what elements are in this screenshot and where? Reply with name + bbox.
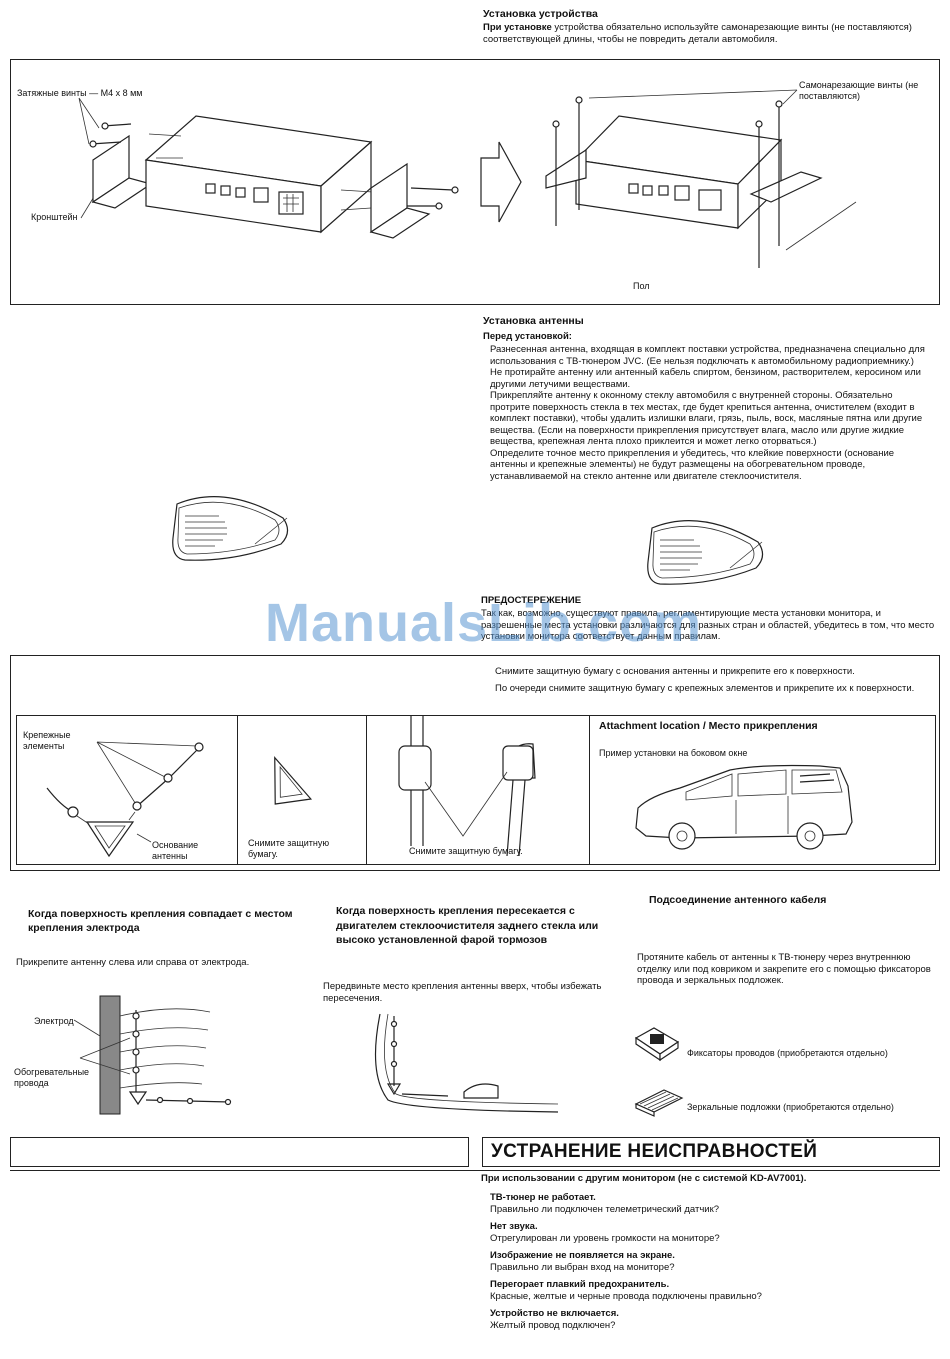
install-lead-bold: При установке bbox=[483, 22, 552, 33]
wiper-text: Передвиньте место крепления антенны ввер… bbox=[323, 981, 602, 1004]
solution: Отрегулирован ли уровень громкости на мо… bbox=[490, 1232, 720, 1244]
solution: Правильно ли подключен телеметрический д… bbox=[490, 1203, 720, 1215]
unit-exploded-drawing bbox=[78, 89, 857, 268]
install-figure-box: Затяжные винты — M4 x 8 мм Кронштейн Сам… bbox=[10, 59, 940, 305]
location-example: Пример установки на боковом окне bbox=[599, 748, 748, 758]
list-item: Нет звука. Отрегулирован ли уровень гром… bbox=[490, 1221, 930, 1244]
antenna-paragraphs: Разнесенная антенна, входящая в комплект… bbox=[490, 344, 930, 482]
watermark: ManualsLib.com bbox=[265, 593, 703, 653]
caution-title: ПРЕДОСТЕРЕЖЕНИЕ bbox=[481, 595, 582, 606]
fastener-drawing bbox=[398, 716, 536, 857]
pads-label: Зеркальные подложки (приобретаются отдел… bbox=[687, 1102, 894, 1112]
solution: Правильно ли выбран вход на мониторе? bbox=[490, 1261, 675, 1273]
troubleshooting-list: ТВ-тюнер не работает. Правильно ли подкл… bbox=[490, 1192, 930, 1337]
antenna-title: Установка антенны bbox=[483, 315, 584, 327]
attach-step-2: По очереди снимите защитную бумагу с кре… bbox=[495, 683, 915, 694]
problem: ТВ-тюнер не работает. bbox=[490, 1192, 596, 1203]
antenna-paragraph: Не протирайте антенну или антенный кабел… bbox=[490, 367, 921, 390]
before-install-title: Перед установкой: bbox=[483, 331, 572, 342]
problem: Устройство не включается. bbox=[490, 1308, 619, 1319]
window-illustration-right bbox=[647, 519, 764, 585]
solution: Красные, желтые и черные провода подключ… bbox=[490, 1290, 762, 1302]
list-item: Устройство не включается. Желтый провод … bbox=[490, 1308, 930, 1331]
list-item: Изображение не появляется на экране. Пра… bbox=[490, 1250, 930, 1273]
selftap-label: Самонарезающие винты (не поставляются) bbox=[799, 80, 919, 101]
troubleshooting-header-box: УСТРАНЕНИЕ НЕИСПРАВНОСТЕЙ bbox=[482, 1137, 940, 1167]
peel-label-1: Снимите защитную бумагу. bbox=[248, 838, 330, 859]
attach-cell-triangle: Снимите защитную бумагу. bbox=[237, 715, 367, 865]
wiper-title: Когда поверхность крепления пересекается… bbox=[336, 905, 599, 946]
caution-text: Так как, возможно, существуют правила, р… bbox=[481, 608, 935, 642]
attach-cell-fastener: Снимите защитную бумагу. bbox=[366, 715, 590, 865]
location-title: Attachment location / Место прикрепления bbox=[599, 720, 818, 732]
pad-icon bbox=[634, 1089, 684, 1117]
install-lead: При установке устройства обязательно исп… bbox=[483, 22, 923, 45]
electrode-title: Когда поверхность крепления совпадает с … bbox=[28, 908, 293, 934]
troubleshooting-title: УСТРАНЕНИЕ НЕИСПРАВНОСТЕЙ bbox=[491, 1141, 818, 1162]
problem: Перегорает плавкий предохранитель. bbox=[490, 1279, 670, 1290]
peel-label-2: Снимите защитную бумагу. bbox=[409, 846, 523, 856]
antenna-paragraph: Определите точное место прикрепления и у… bbox=[490, 447, 895, 482]
attach-cell-location: Attachment location / Место прикрепления… bbox=[589, 715, 936, 865]
problem: Нет звука. bbox=[490, 1221, 538, 1232]
heating-label: Обогревательные провода bbox=[14, 1067, 90, 1088]
solution: Желтый провод подключен? bbox=[490, 1319, 616, 1331]
troubleshooting-subtitle: При использовании с другим монитором (не… bbox=[481, 1173, 807, 1184]
clamp-icon bbox=[634, 1027, 680, 1062]
clamps-label: Фиксаторы проводов (приобретаются отдель… bbox=[687, 1048, 888, 1058]
install-title: Установка устройства bbox=[483, 8, 598, 20]
minivan-drawing bbox=[635, 764, 853, 850]
fasteners-label: Крепежные элементы bbox=[23, 730, 71, 751]
floor-label: Пол bbox=[633, 281, 650, 291]
antenna-paragraph: Прикрепляйте антенну к оконному стеклу а… bbox=[490, 390, 923, 447]
section-divider bbox=[10, 1170, 940, 1171]
list-item: Перегорает плавкий предохранитель. Красн… bbox=[490, 1279, 930, 1302]
electrode-drawing bbox=[73, 995, 232, 1115]
cable-title: Подсоединение антенного кабеля bbox=[649, 894, 827, 906]
screws-label: Затяжные винты — M4 x 8 мм bbox=[17, 88, 143, 98]
install-lead-rest: устройства обязательно используйте самон… bbox=[483, 22, 912, 45]
empty-header-box bbox=[10, 1137, 469, 1167]
electrode-text: Прикрепите антенну слева или справа от э… bbox=[16, 957, 250, 968]
cable-text: Протяните кабель от антенны к ТВ-тюнеру … bbox=[637, 952, 931, 986]
triangle-drawing bbox=[274, 756, 313, 805]
attach-cells: Крепежные элементы Основание антенны bbox=[16, 715, 936, 865]
attach-box: Снимите защитную бумагу с основания анте… bbox=[10, 655, 940, 871]
problem: Изображение не появляется на экране. bbox=[490, 1250, 675, 1261]
antenna-base-label: Основание антенны bbox=[152, 840, 199, 861]
attach-step-1: Снимите защитную бумагу с основания анте… bbox=[495, 666, 855, 677]
antenna-drawing bbox=[46, 741, 204, 858]
antenna-paragraph: Разнесенная антенна, входящая в комплект… bbox=[490, 344, 925, 367]
wiper-drawing bbox=[374, 1013, 559, 1113]
attach-cell-antenna: Крепежные элементы Основание антенны bbox=[16, 715, 238, 865]
bracket-label: Кронштейн bbox=[31, 212, 78, 222]
electrode-label: Электрод bbox=[34, 1016, 74, 1026]
list-item: ТВ-тюнер не работает. Правильно ли подкл… bbox=[490, 1192, 930, 1215]
window-illustration-left bbox=[172, 495, 289, 561]
